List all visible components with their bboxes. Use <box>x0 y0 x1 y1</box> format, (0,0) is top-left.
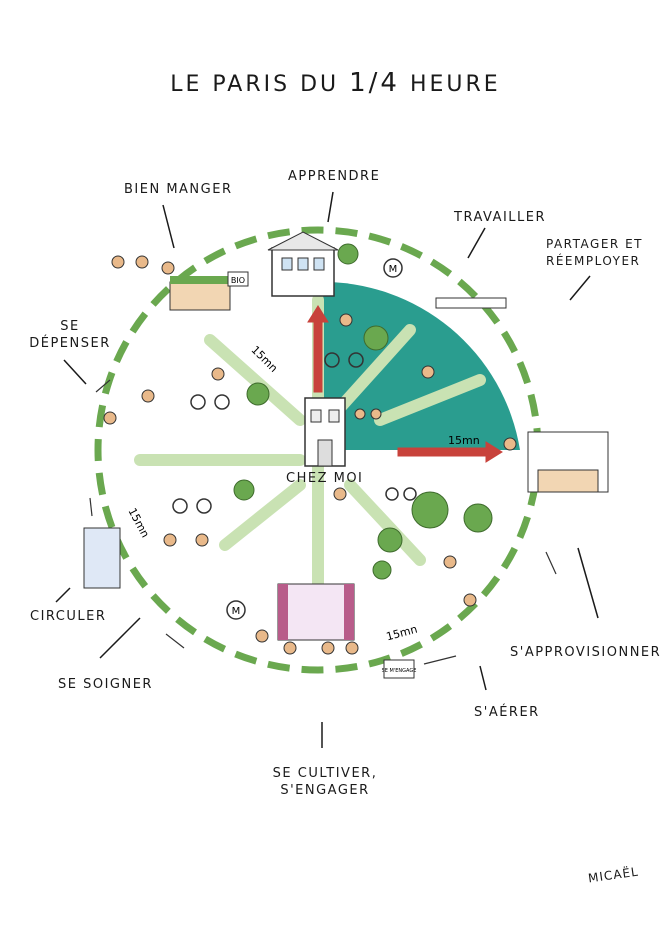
duration-label-sw: 15mn <box>125 506 151 540</box>
school-icon <box>268 232 338 296</box>
office-desk-icon <box>436 298 506 308</box>
home-label: CHEZ MOI <box>286 471 363 486</box>
duration-label-se: 15mn <box>385 623 419 644</box>
label-bien-manger: BIEN MANGER <box>124 181 232 198</box>
duration-label-nw: 15mn <box>249 343 281 375</box>
label-circuler: CIRCULER <box>30 608 106 625</box>
label-s-approvisionner: S'APPROVISIONNER <box>510 644 661 661</box>
shop-icon <box>528 432 608 492</box>
bio-sign-label: BIO <box>231 276 245 285</box>
label-se-soigner: SE SOIGNER <box>58 676 153 693</box>
engage-sign-label: SE M'ENGAGE <box>382 668 417 674</box>
home-building-icon <box>305 398 345 466</box>
stage-icon <box>278 584 354 640</box>
label-partager: PARTAGER ET RÉEMPLOYER <box>546 236 650 270</box>
bus-shelter-icon <box>84 528 120 588</box>
metro-sign-top-label: M <box>389 264 398 275</box>
metro-sign-bottom-label: M <box>232 606 241 617</box>
label-se-cultiver: SE CULTIVER, S'ENGAGER <box>240 765 410 799</box>
label-s-aerer: S'AÉRER <box>474 704 540 721</box>
label-se-depenser: SE DÉPENSER <box>20 318 120 352</box>
duration-label-ne: 15mn <box>448 434 480 447</box>
label-travailler: TRAVAILLER <box>454 209 546 226</box>
market-stall-icon <box>170 276 230 310</box>
label-apprendre: APPRENDRE <box>288 168 380 185</box>
